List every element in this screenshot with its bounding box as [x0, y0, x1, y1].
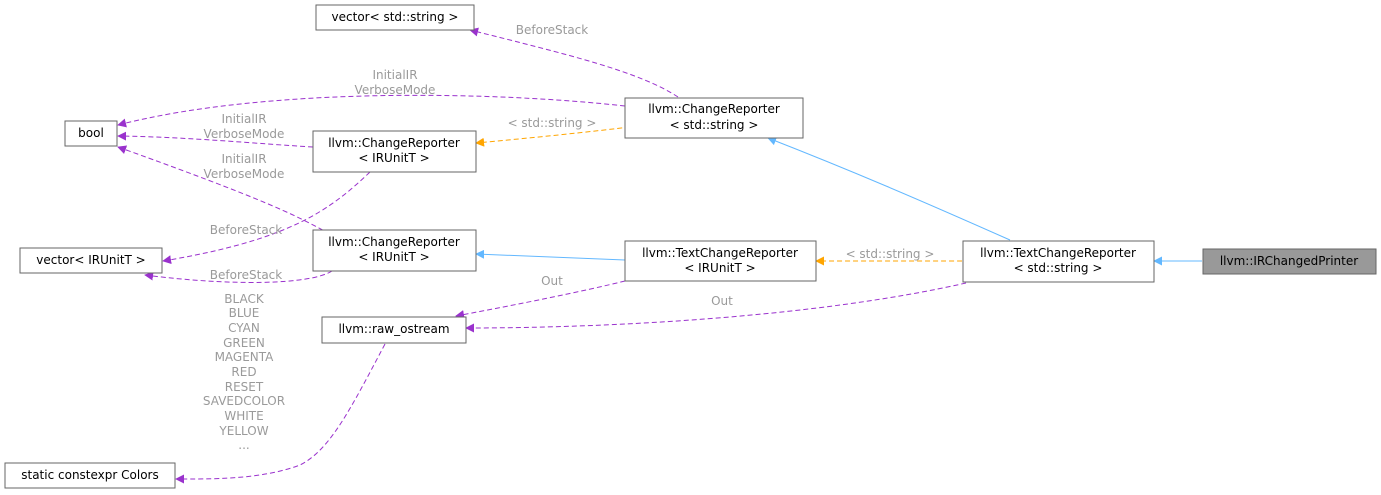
edge-before-stack-top	[469, 27, 679, 98]
node-change-reporter-irunit-a[interactable]: llvm::ChangeReporter < IRUnitT >	[312, 130, 477, 173]
node-change-reporter-string[interactable]: llvm::ChangeReporter < std::string >	[624, 97, 804, 139]
node-change-reporter-irunit-b[interactable]: llvm::ChangeReporter < IRUnitT >	[312, 229, 477, 272]
color-label-reset: RESET	[225, 380, 264, 394]
color-label-yellow: YELLOW	[218, 424, 268, 438]
node-change-reporter-string-line2: < std::string >	[670, 118, 759, 132]
edge-inherit-change-reporter-string	[767, 136, 1011, 241]
edge-label-before-stack-top: BeforeStack	[516, 23, 589, 37]
edge-initial-ir-low	[117, 145, 331, 235]
edge-initial-ir-mid	[117, 131, 314, 148]
color-label-ellipsis: ...	[238, 438, 249, 452]
node-ir-changed-printer[interactable]: llvm::IRChangedPrinter	[1202, 248, 1377, 275]
node-change-reporter-string-line1: llvm::ChangeReporter	[648, 102, 780, 116]
edge-inherit-change-reporter-irunit	[475, 249, 626, 261]
node-vector-irunit[interactable]: vector< IRUnitT >	[19, 247, 163, 274]
color-label-savedcolor: SAVEDCOLOR	[203, 394, 285, 408]
edge-label-before-stack-low: BeforeStack	[210, 268, 283, 282]
node-change-reporter-irunit-a-line1: llvm::ChangeReporter	[328, 136, 460, 150]
node-text-change-reporter-irunit-line2: < IRUnitT >	[684, 261, 755, 275]
node-text-change-reporter-string-line1: llvm::TextChangeReporter	[980, 246, 1136, 260]
node-change-reporter-irunit-a-line2: < IRUnitT >	[358, 151, 429, 165]
color-label-cyan: CYAN	[228, 321, 260, 335]
node-text-change-reporter-irunit[interactable]: llvm::TextChangeReporter < IRUnitT >	[624, 240, 817, 282]
edge-label-template-string-mid: < std::string >	[846, 247, 935, 261]
node-change-reporter-irunit-b-line2: < IRUnitT >	[358, 250, 429, 264]
edge-label-initial-ir-low-1: InitialIR	[221, 152, 266, 166]
color-label-black: BLACK	[224, 292, 265, 306]
node-colors-label: static constexpr Colors	[21, 468, 158, 482]
node-raw-ostream-label: llvm::raw_ostream	[338, 322, 449, 336]
node-text-change-reporter-string-line2: < std::string >	[1014, 261, 1103, 275]
edge-label-initial-ir-top-2: VerboseMode	[355, 83, 436, 97]
color-label-magenta: MAGENTA	[215, 350, 275, 364]
edge-out-mid	[455, 280, 626, 319]
edge-template-string-top	[475, 125, 639, 147]
edge-label-initial-ir-mid-2: VerboseMode	[204, 127, 285, 141]
edge-before-stack-low	[144, 270, 333, 283]
edge-label-colors-list: BLACK BLUE CYAN GREEN MAGENTA RED RESET …	[203, 292, 285, 452]
node-vector-string[interactable]: vector< std::string >	[315, 4, 475, 31]
edge-label-out-right: Out	[711, 294, 733, 308]
edge-label-initial-ir-low-2: VerboseMode	[204, 167, 285, 181]
node-change-reporter-irunit-b-line1: llvm::ChangeReporter	[328, 235, 460, 249]
edge-label-out-mid: Out	[541, 274, 563, 288]
edge-out-right	[465, 282, 967, 333]
edge-label-template-string-top: < std::string >	[508, 116, 597, 130]
node-raw-ostream[interactable]: llvm::raw_ostream	[321, 316, 467, 344]
edge-colors	[175, 343, 386, 484]
edge-label-before-stack-mid: BeforeStack	[210, 223, 283, 237]
edge-initial-ir-top	[117, 94, 626, 128]
node-bool-label: bool	[78, 126, 104, 140]
node-ir-changed-printer-label: llvm::IRChangedPrinter	[1220, 254, 1358, 268]
node-colors[interactable]: static constexpr Colors	[4, 462, 176, 489]
color-label-red: RED	[231, 365, 256, 379]
color-label-blue: BLUE	[229, 306, 260, 320]
edge-label-initial-ir-mid-1: InitialIR	[221, 112, 266, 126]
node-vector-string-label: vector< std::string >	[332, 10, 459, 24]
edge-before-stack-mid	[162, 171, 371, 265]
node-text-change-reporter-string[interactable]: llvm::TextChangeReporter < std::string >	[962, 240, 1155, 283]
node-vector-irunit-label: vector< IRUnitT >	[36, 253, 145, 267]
color-label-green: GREEN	[223, 336, 265, 350]
color-label-white: WHITE	[224, 409, 263, 423]
node-text-change-reporter-irunit-line1: llvm::TextChangeReporter	[642, 246, 798, 260]
node-bool[interactable]: bool	[64, 120, 118, 147]
edge-label-initial-ir-top-1: InitialIR	[372, 68, 417, 82]
